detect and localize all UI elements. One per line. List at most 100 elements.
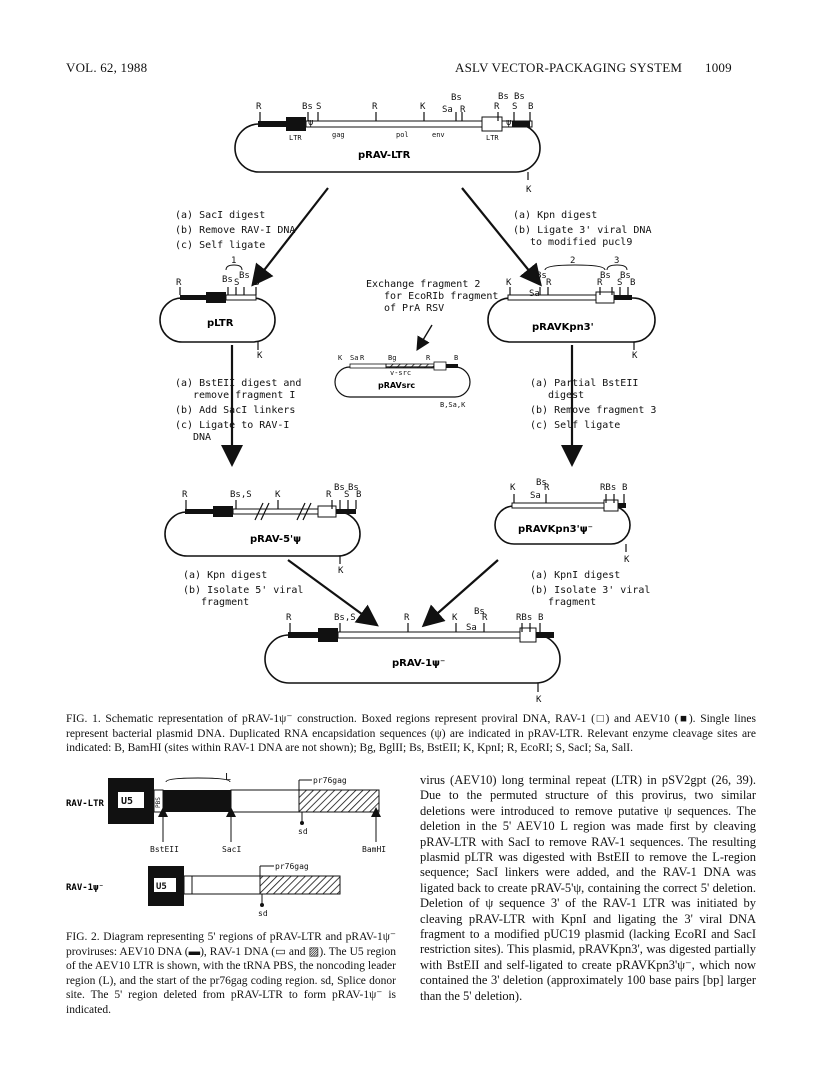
- svg-text:Bs: Bs: [302, 102, 313, 112]
- fig2-sd-1: sd: [298, 827, 308, 836]
- fig2-pr76-2: pr76gag: [275, 862, 309, 871]
- svg-text:Bs: Bs: [348, 483, 359, 493]
- label-pravkpn3psi: pRAVKpn3'ψ⁻: [518, 524, 593, 535]
- svg-text:Bs: Bs: [536, 271, 547, 281]
- label-pravsrc: pRAVsrc: [378, 381, 415, 390]
- fig2-row-rav1: RAV-1ψ⁻: [66, 883, 104, 893]
- svg-text:K: K: [526, 185, 532, 195]
- label-pltr: pLTR: [207, 318, 234, 329]
- step-right2-c: (c) Self ligate: [530, 420, 620, 431]
- step-left2-b: (b) Add SacI linkers: [175, 405, 295, 416]
- svg-text:B: B: [528, 102, 533, 112]
- figure-1-caption: FIG. 1. Schematic representation of pRAV…: [66, 713, 756, 754]
- svg-text:gag: gag: [332, 131, 345, 139]
- step-left1-a: (a) SacI digest: [175, 210, 265, 221]
- step-right2-a2: digest: [548, 390, 584, 401]
- svg-text:RBs: RBs: [600, 483, 616, 493]
- svg-text:K: K: [338, 354, 343, 362]
- svg-text:K: K: [452, 613, 458, 623]
- step-exchange-1: Exchange fragment 2: [366, 279, 480, 290]
- figure-2: RAV-LTR U5 PBS L pr76gag sd BstEII SacI …: [66, 772, 386, 918]
- svg-text:Bs,S: Bs,S: [334, 613, 356, 623]
- step-right2-a: (a) Partial BstEII: [530, 378, 638, 389]
- step-right2-b: (b) Remove fragment 3: [530, 405, 656, 416]
- svg-text:K: K: [420, 102, 426, 112]
- svg-text:B,Sa,K: B,Sa,K: [440, 401, 466, 409]
- svg-text:LTR: LTR: [486, 134, 499, 142]
- svg-text:Bs: Bs: [536, 478, 547, 488]
- fig2-bamhi: BamHI: [362, 845, 386, 854]
- svg-text:K: K: [506, 278, 512, 288]
- step-right1-c: to modified pucl9: [530, 237, 632, 248]
- figure-2-caption: FIG. 2. Diagram representing 5' regions …: [66, 931, 396, 1016]
- svg-text:env: env: [432, 131, 445, 139]
- step-right1-a: (a) Kpn digest: [513, 210, 597, 221]
- svg-text:S: S: [617, 278, 622, 288]
- svg-text:ψ: ψ: [506, 118, 511, 128]
- step-left1-c: (c) Self ligate: [175, 240, 265, 251]
- svg-text:Bs: Bs: [451, 93, 462, 103]
- svg-text:S: S: [512, 102, 517, 112]
- page-number: 1009: [705, 60, 732, 75]
- svg-text:Sa: Sa: [350, 354, 358, 362]
- svg-text:ψ: ψ: [308, 118, 313, 128]
- svg-text:Bs: Bs: [620, 271, 631, 281]
- svg-text:K: K: [257, 351, 263, 361]
- svg-text:R: R: [326, 490, 332, 500]
- fig2-row-rav-ltr: RAV-LTR: [66, 799, 105, 809]
- svg-text:K: K: [510, 483, 516, 493]
- svg-text:R: R: [544, 483, 550, 493]
- svg-text:3: 3: [614, 256, 619, 266]
- step-left2-c: (c) Ligate to RAV-I: [175, 420, 289, 431]
- step-left3-b: (b) Isolate 5' viral: [183, 585, 303, 596]
- svg-text:R: R: [256, 102, 262, 112]
- svg-text:Sa: Sa: [530, 491, 541, 501]
- fig2-l-label: L: [225, 772, 231, 783]
- svg-text:K: K: [632, 351, 638, 361]
- svg-text:K: K: [624, 555, 630, 565]
- svg-text:R: R: [482, 613, 488, 623]
- fig2-saci: SacI: [222, 845, 241, 854]
- fig2-u5-1: U5: [121, 796, 133, 807]
- step-right3-b: (b) Isolate 3' viral: [530, 585, 650, 596]
- label-prav1psi: pRAV-1ψ⁻: [392, 658, 445, 669]
- svg-text:Sa: Sa: [442, 105, 453, 115]
- svg-text:K: K: [275, 490, 281, 500]
- svg-text:R: R: [182, 490, 188, 500]
- svg-text:R: R: [546, 278, 552, 288]
- svg-text:R: R: [597, 278, 603, 288]
- svg-text:Sa: Sa: [466, 623, 477, 633]
- svg-text:S: S: [234, 278, 239, 288]
- fig2-u5-2: U5: [156, 882, 167, 892]
- journal-volume: VOL. 62, 1988: [66, 60, 148, 75]
- svg-text:Bs,S: Bs,S: [230, 490, 252, 500]
- svg-text:pol: pol: [396, 131, 409, 139]
- svg-text:R: R: [494, 102, 500, 112]
- label-prav5psi: pRAV-5'ψ: [250, 534, 301, 545]
- svg-text:v-src: v-src: [390, 369, 411, 377]
- step-left2-c2: DNA: [193, 432, 211, 443]
- svg-text:Bs: Bs: [514, 92, 525, 102]
- svg-text:R: R: [372, 102, 378, 112]
- svg-text:R: R: [404, 613, 410, 623]
- step-left2-a2: remove fragment I: [193, 390, 295, 401]
- step-right1-b: (b) Ligate 3' viral DNA: [513, 225, 651, 236]
- label-pravkpn3: pRAVKpn3': [532, 322, 594, 333]
- fig2-sd-2: sd: [258, 909, 268, 918]
- svg-text:R: R: [460, 105, 466, 115]
- svg-text:1: 1: [231, 256, 236, 266]
- svg-text:R: R: [426, 354, 431, 362]
- svg-text:LTR: LTR: [289, 134, 302, 142]
- svg-text:Bs: Bs: [474, 607, 485, 617]
- label-prav-ltr: pRAV-LTR: [358, 150, 411, 161]
- step-right3-b2: fragment: [548, 597, 596, 608]
- svg-text:2: 2: [570, 256, 575, 266]
- svg-text:Bg: Bg: [388, 354, 396, 362]
- svg-text:Bs: Bs: [498, 92, 509, 102]
- body-paragraph: virus (AEV10) long terminal repeat (LTR)…: [420, 773, 756, 1003]
